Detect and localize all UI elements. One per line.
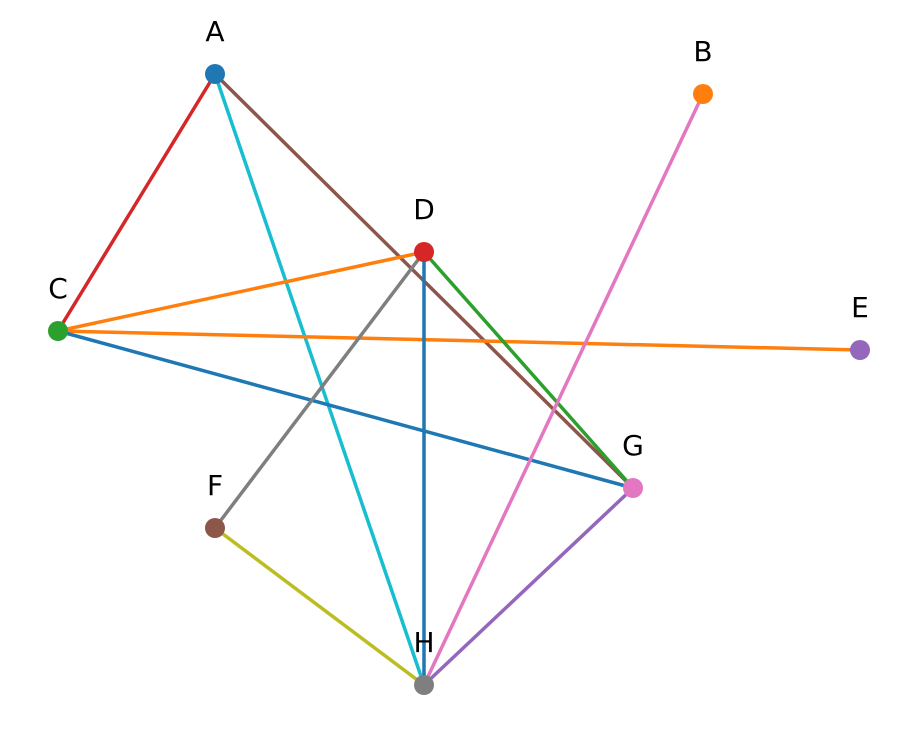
- node-b: [693, 84, 713, 104]
- node-label-h: H: [413, 626, 434, 659]
- labels-layer: A B C D E F G H: [48, 15, 869, 659]
- edge-g-h: [422, 486, 635, 687]
- node-d: [414, 242, 434, 262]
- edge-f-h: [213, 526, 426, 687]
- edge-a-h: [213, 72, 426, 687]
- edge-d-g: [422, 250, 635, 490]
- edge-c-d: [56, 250, 426, 333]
- edge-c-e: [56, 329, 862, 352]
- node-g: [623, 478, 643, 498]
- node-label-f: F: [207, 469, 223, 502]
- node-h: [414, 675, 434, 695]
- edge-b-h: [422, 92, 705, 687]
- edge-a-c: [56, 72, 217, 333]
- node-label-c: C: [48, 272, 68, 305]
- edge-d-f: [213, 250, 426, 530]
- node-label-a: A: [205, 15, 224, 48]
- node-a: [205, 64, 225, 84]
- edges-layer: [56, 72, 862, 687]
- nodes-layer: [48, 64, 870, 695]
- edge-c-g: [56, 329, 635, 490]
- node-label-g: G: [622, 429, 644, 462]
- node-label-d: D: [413, 193, 435, 226]
- node-e: [850, 340, 870, 360]
- node-c: [48, 321, 68, 341]
- node-label-e: E: [851, 291, 869, 324]
- node-f: [205, 518, 225, 538]
- node-label-b: B: [693, 35, 712, 68]
